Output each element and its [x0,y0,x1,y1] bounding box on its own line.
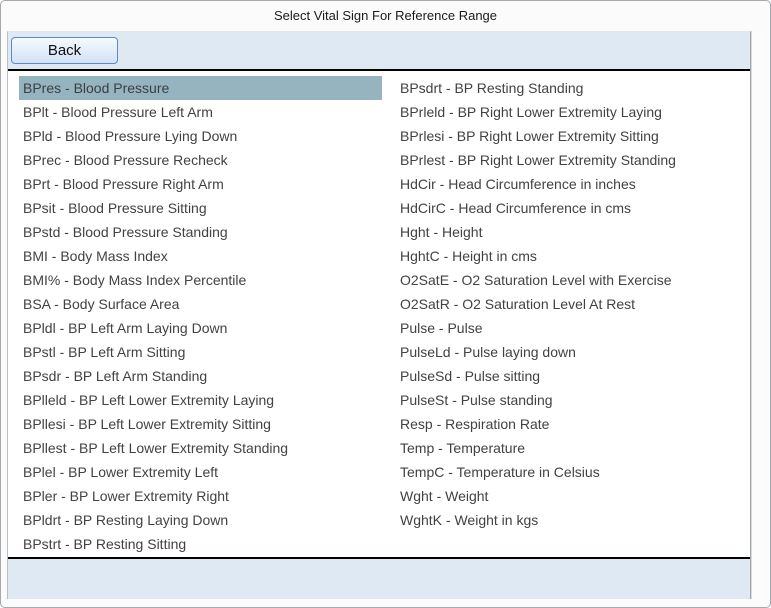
dialog-title: Select Vital Sign For Reference Range [1,1,770,31]
list-item[interactable]: WghtK - Weight in kgs [396,508,750,532]
list-item[interactable]: O2SatR - O2 Saturation Level At Rest [396,292,750,316]
list-item[interactable]: BPlel - BP Lower Extremity Left [19,460,382,484]
toolbar: Back [8,32,750,69]
dialog-body: Back BPres - Blood PressureBPlt - Blood … [7,31,764,599]
list-item[interactable]: BPres - Blood Pressure [19,76,382,100]
list-item[interactable]: BPllesi - BP Left Lower Extremity Sittin… [19,412,382,436]
list-item[interactable]: TempC - Temperature in Celsius [396,460,750,484]
list-item[interactable]: Wght - Weight [396,484,750,508]
list-item[interactable]: BPrlest - BP Right Lower Extremity Stand… [396,148,750,172]
list-item[interactable]: Temp - Temperature [396,436,750,460]
list-item[interactable]: BPldl - BP Left Arm Laying Down [19,316,382,340]
list-item[interactable]: HdCirC - Head Circumference in cms [396,196,750,220]
list-item[interactable]: HghtC - Height in cms [396,244,750,268]
list-item[interactable]: BPrlesi - BP Right Lower Extremity Sitti… [396,124,750,148]
list-item[interactable]: O2SatE - O2 Saturation Level with Exerci… [396,268,750,292]
list-item[interactable]: BPstrt - BP Resting Sitting [19,532,382,556]
list-item[interactable]: BPldrt - BP Resting Laying Down [19,508,382,532]
list-item[interactable]: BPrt - Blood Pressure Right Arm [19,172,382,196]
list-item[interactable]: BPrleld - BP Right Lower Extremity Layin… [396,100,750,124]
list-item[interactable]: Pulse - Pulse [396,316,750,340]
list-column-left: BPres - Blood PressureBPlt - Blood Press… [19,76,382,556]
list-item[interactable]: PulseLd - Pulse laying down [396,340,750,364]
list-item[interactable]: BPrec - Blood Pressure Recheck [19,148,382,172]
list-item[interactable]: PulseSt - Pulse standing [396,388,750,412]
list-item[interactable]: BPstd - Blood Pressure Standing [19,220,382,244]
list-item[interactable]: Hght - Height [396,220,750,244]
list-item[interactable]: HdCir - Head Circumference in inches [396,172,750,196]
scrollbar-track[interactable] [751,31,764,599]
list-item[interactable]: Resp - Respiration Rate [396,412,750,436]
list-item[interactable]: BPsdrt - BP Resting Standing [396,76,750,100]
list-item[interactable]: BPsdr - BP Left Arm Standing [19,364,382,388]
list-item[interactable]: BPstl - BP Left Arm Sitting [19,340,382,364]
list-item[interactable]: PulseSd - Pulse sitting [396,364,750,388]
list-item[interactable]: BMI - Body Mass Index [19,244,382,268]
vital-sign-list: BPres - Blood PressureBPlt - Blood Press… [8,71,750,557]
footer-band [8,559,750,599]
list-item[interactable]: BPlleld - BP Left Lower Extremity Laying [19,388,382,412]
list-item[interactable]: BMI% - Body Mass Index Percentile [19,268,382,292]
list-item[interactable]: BPler - BP Lower Extremity Right [19,484,382,508]
content-panel: Back BPres - Blood PressureBPlt - Blood … [7,31,751,599]
list-item[interactable]: BPlt - Blood Pressure Left Arm [19,100,382,124]
list-item[interactable]: BSA - Body Surface Area [19,292,382,316]
list-column-right: BPsdrt - BP Resting StandingBPrleld - BP… [396,76,750,532]
list-item[interactable]: BPllest - BP Left Lower Extremity Standi… [19,436,382,460]
list-item[interactable]: BPsit - Blood Pressure Sitting [19,196,382,220]
list-item[interactable]: BPld - Blood Pressure Lying Down [19,124,382,148]
back-button[interactable]: Back [11,37,118,64]
